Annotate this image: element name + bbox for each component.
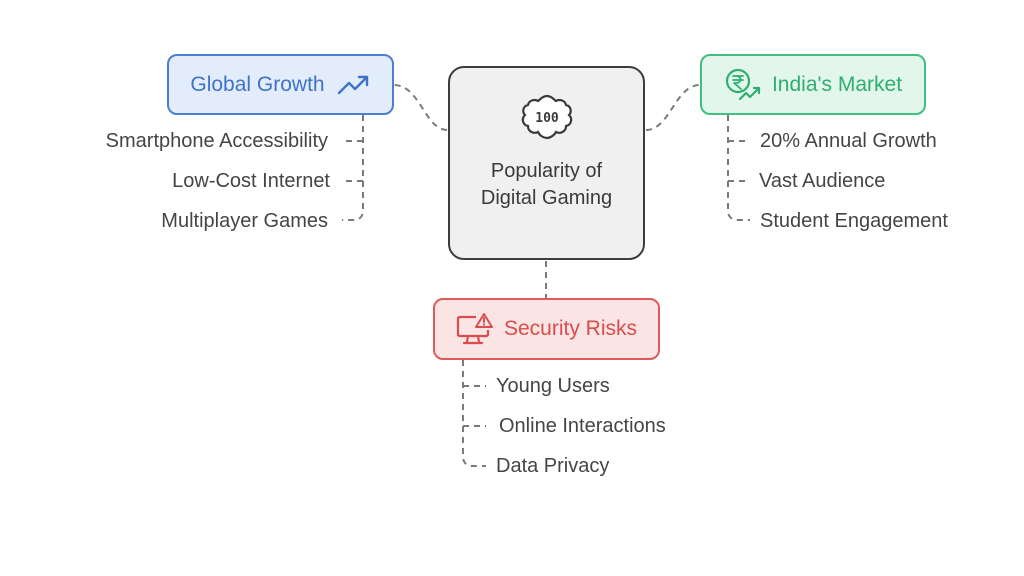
monitor-warning-icon (456, 312, 494, 346)
india-item-1: 20% Annual Growth (760, 130, 937, 152)
global-growth-node: Global Growth (167, 54, 394, 115)
rupee-growth-icon (724, 68, 762, 102)
global-item-2: Low-Cost Internet (172, 170, 330, 192)
global-item-3: Multiplayer Games (161, 210, 328, 232)
connector-center-india (645, 84, 701, 131)
badge-text: 100 (535, 111, 559, 126)
global-item-1: Smartphone Accessibility (105, 130, 328, 152)
connector-india-trunk (727, 115, 750, 221)
india-market-node: India's Market (700, 54, 926, 115)
center-title: Popularity of Digital Gaming (480, 160, 613, 209)
india-market-title: India's Market (771, 72, 903, 96)
security-item-1: Young Users (496, 375, 610, 397)
security-item-3: Data Privacy (496, 455, 610, 477)
connector-global-trunk (342, 115, 364, 221)
connector-security-trunk (462, 360, 486, 467)
hundred-badge-icon: 100 (519, 92, 575, 150)
center-node: 100 Popularity of Digital Gaming (448, 66, 645, 260)
connector-center-global (393, 84, 448, 131)
india-item-3: Student Engagement (760, 210, 948, 232)
security-item-2: Online Interactions (499, 415, 666, 437)
global-growth-title: Global Growth (190, 72, 325, 96)
security-risks-node: Security Risks (433, 298, 660, 360)
india-item-2: Vast Audience (759, 170, 886, 192)
security-risks-title: Security Risks (503, 317, 638, 340)
trending-up-icon (337, 74, 371, 96)
